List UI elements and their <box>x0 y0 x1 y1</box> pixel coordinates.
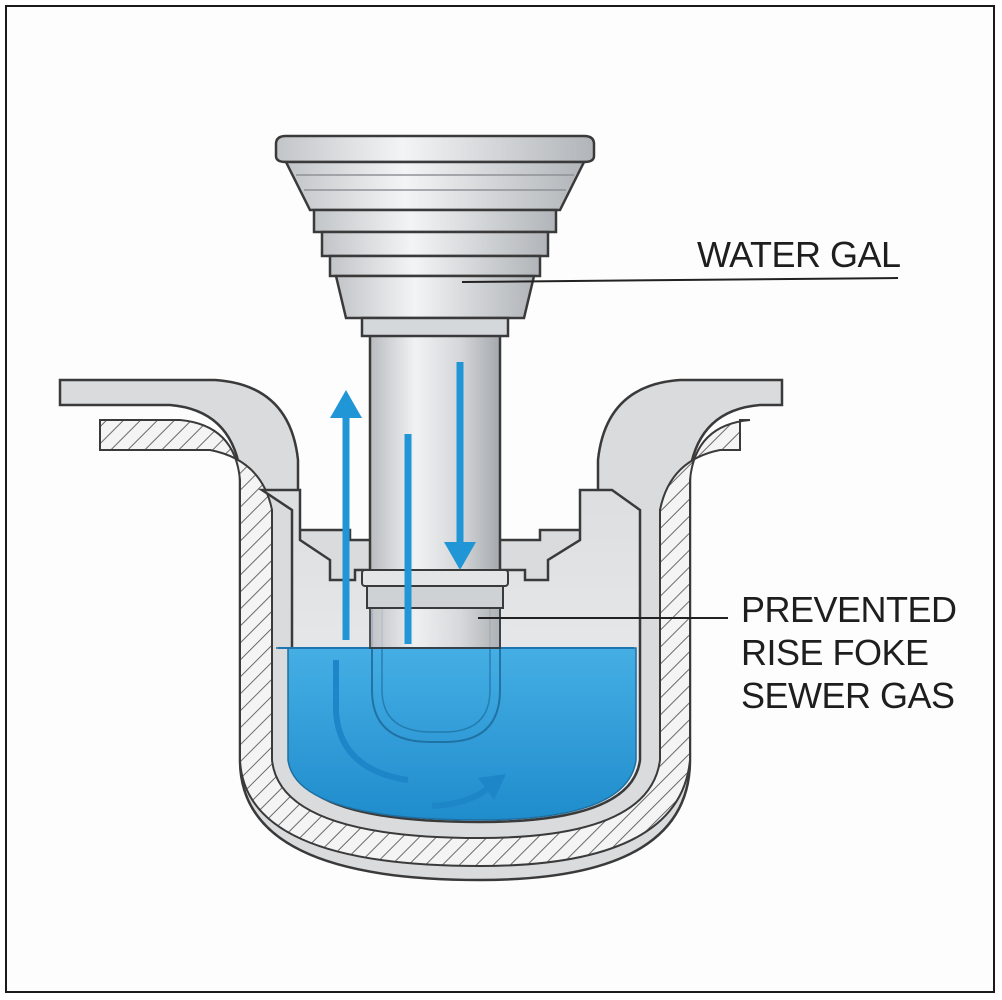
slip-nut <box>361 569 509 587</box>
arrow-down-head <box>444 542 476 570</box>
label-line-2: RISE FOKE <box>741 632 929 673</box>
arrow-under-water-curve <box>333 660 409 783</box>
label-line-1: PREVENTED <box>741 589 957 630</box>
arrow-bottom-curve <box>431 785 490 809</box>
arrow-bottom-head <box>478 774 506 800</box>
label-prevented-sewer-gas: PREVENTED RISE FOKE SEWER GAS <box>741 588 957 717</box>
flow-arrows <box>330 362 506 809</box>
arrow-up-head <box>330 390 362 418</box>
label-line-3: SEWER GAS <box>741 675 955 716</box>
trap-concrete-wall <box>99 419 751 868</box>
pipe-bend-under-water <box>371 600 501 743</box>
drain-funnel <box>274 134 596 338</box>
tailpiece-pipe <box>368 333 502 577</box>
label-water-gal: WATER GAL <box>697 234 901 275</box>
water-seal <box>276 647 637 821</box>
leader-line-top <box>461 277 899 283</box>
